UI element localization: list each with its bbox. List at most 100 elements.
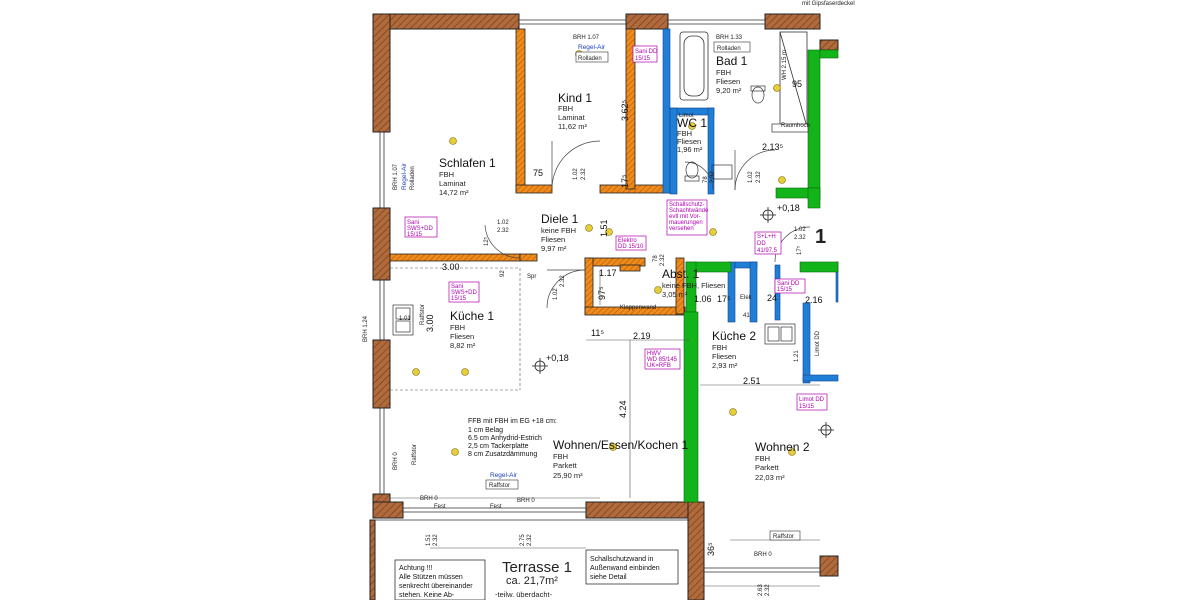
dim-121: 1.21: [794, 350, 800, 362]
label-wh: WH 2.15 m: [782, 50, 788, 80]
dim-125: 12⁵: [483, 236, 490, 246]
dim-117: 1.17: [599, 268, 617, 278]
room-kind-name: Kind 1: [558, 91, 592, 105]
note-s-l-3: 41/97,5: [757, 248, 778, 254]
bathtub: [679, 31, 709, 101]
room-wohnen1-floor: Parkett: [553, 461, 578, 470]
note-hwv-1: HWV: [647, 351, 661, 357]
room-kind-floor: Laminat: [558, 113, 586, 122]
room-diele-fbh: keine FBH: [541, 226, 576, 235]
dim-424: 4.24: [618, 400, 628, 418]
label-mit-gips: mit Gipsfaserdeckel: [802, 1, 855, 7]
dim-24: 24: [767, 293, 777, 303]
room-schlafen-fbh: FBH: [439, 170, 454, 179]
dim-263: 2.63: [758, 584, 764, 596]
room-diele-name: Diele 1: [541, 212, 579, 226]
inner-walls-green: [683, 49, 839, 503]
note-sani-dd-1: Sani DD: [635, 49, 658, 55]
sink-kueche2: [764, 323, 796, 345]
dim-300h: 3.00: [442, 262, 460, 272]
note-elektro-2: DD 15/10: [618, 244, 644, 250]
dim-92: 92: [500, 270, 506, 277]
achtung-note-1: Alle Stützen müssen: [399, 574, 463, 581]
ffb-note-3: 2,5 cm Tackerplatte: [468, 443, 529, 450]
room-kind-fbh: FBH: [558, 104, 573, 113]
dim-213: 2.13⁵: [762, 142, 784, 152]
note-hwv-2: WD 85/145: [647, 357, 678, 363]
room-wohnen2-area: 22,03 m²: [755, 473, 785, 482]
achtung-note-2: senkrecht übereinander: [399, 583, 473, 590]
label-fest-1: Fest: [434, 504, 446, 510]
note-sani-dd-2b: 15/15: [777, 287, 793, 293]
dim-232i: 2.32: [527, 534, 533, 546]
sink-kueche1: [392, 304, 414, 336]
dim-232f: 2.32: [794, 235, 806, 241]
dim-95: 95: [792, 79, 802, 89]
dim-75: 75: [533, 168, 543, 178]
dim-151: 1.51: [599, 219, 609, 237]
dim-36: 36⁵: [706, 542, 716, 556]
dim-232a: 2.32: [581, 168, 587, 180]
room-diele-floor: Fliesen: [541, 235, 565, 244]
note-s-l-2: DD: [757, 241, 766, 247]
note-sani-dd-1b: 15/15: [635, 56, 651, 62]
label-regelair-1: Regel-Air: [578, 44, 606, 51]
dim-102b: 1.02: [748, 171, 754, 183]
dim-17: 17⁵: [717, 294, 731, 304]
room-kueche1-area: 8,82 m²: [450, 341, 476, 350]
dim-115: 11⁵: [591, 328, 604, 338]
dim-102d: 1.02: [794, 227, 806, 233]
room-wc-area: 1,96 m²: [677, 145, 703, 154]
room-kueche2-fbh: FBH: [712, 343, 727, 352]
room-abst-area: 3,05 m²: [662, 290, 688, 299]
note-schall-5: versehen: [669, 226, 694, 232]
note-hwv-3: UK=RFB: [647, 363, 671, 369]
dim-175a: 17⁵: [620, 174, 630, 188]
label-spr: Spr: [527, 274, 536, 280]
label-number-1: 1: [815, 226, 826, 248]
label-brh0-a: BRH 0: [420, 496, 438, 502]
door-swings: [484, 140, 811, 309]
room-terrasse-note: -teilw. überdacht-: [495, 590, 553, 599]
dim-41: 41: [743, 313, 750, 319]
dim-106: 1.06: [694, 294, 712, 304]
dim-175b: 17⁵: [796, 245, 803, 255]
label-fest-2: Fest: [490, 504, 502, 510]
room-kueche1-floor: Fliesen: [450, 332, 474, 341]
note-sani-sws-2: Sani: [451, 284, 463, 290]
schall-note-0: Schallschutzwand in: [590, 556, 654, 563]
room-wc-floor: Fliesen: [677, 137, 701, 146]
schall-note-2: siehe Detail: [590, 574, 627, 581]
dim-251: 2.51: [743, 376, 761, 386]
raumhoch-panel: [771, 123, 809, 133]
dim-101: 1.01: [399, 316, 411, 322]
room-wohnen2-fbh: FBH: [755, 454, 770, 463]
label-raffstor-1: Raffstor: [489, 483, 510, 489]
label-rolladen-2: Rolladen: [717, 46, 741, 52]
note-sani-dd-2: Sani DD: [777, 281, 800, 287]
label-brh0-vert: BRH 0: [393, 452, 399, 470]
room-terrasse-area: ca. 21,7m²: [506, 575, 558, 587]
label-brh124: BRH 1.24: [363, 315, 369, 342]
room-terrasse-name: Terrasse 1: [502, 559, 572, 576]
label-level-wohnen: +0,18: [546, 353, 569, 363]
toilet-bad: [750, 85, 766, 104]
washbasin-bad: [711, 164, 733, 180]
room-kind-area: 11,62 m²: [558, 122, 588, 131]
room-kueche2-floor: Fliesen: [712, 352, 736, 361]
note-s-l-1: S+L+H: [757, 234, 776, 240]
room-kueche2-area: 2,93 m²: [712, 361, 738, 370]
dim-232c: 2.32: [497, 228, 509, 234]
dim-78: 78: [703, 176, 709, 183]
dim-232d: 2.32: [660, 254, 666, 266]
note-sani-sws-2b: SWS+DD: [451, 290, 478, 296]
label-rolladen-1: Rolladen: [578, 56, 602, 62]
dim-151b: 1.51: [426, 534, 432, 546]
level-marker-diele: [760, 207, 776, 223]
label-brh0-b: BRH 0: [517, 498, 535, 504]
dim-275: 2.75: [520, 534, 526, 546]
label-raffstor-2-box: [769, 530, 801, 541]
room-kueche2-name: Küche 2: [712, 329, 756, 343]
room-wohnen1-name: Wohnen/Essen/Kochen 1: [553, 438, 689, 452]
label-limot: Limot: [679, 113, 694, 119]
